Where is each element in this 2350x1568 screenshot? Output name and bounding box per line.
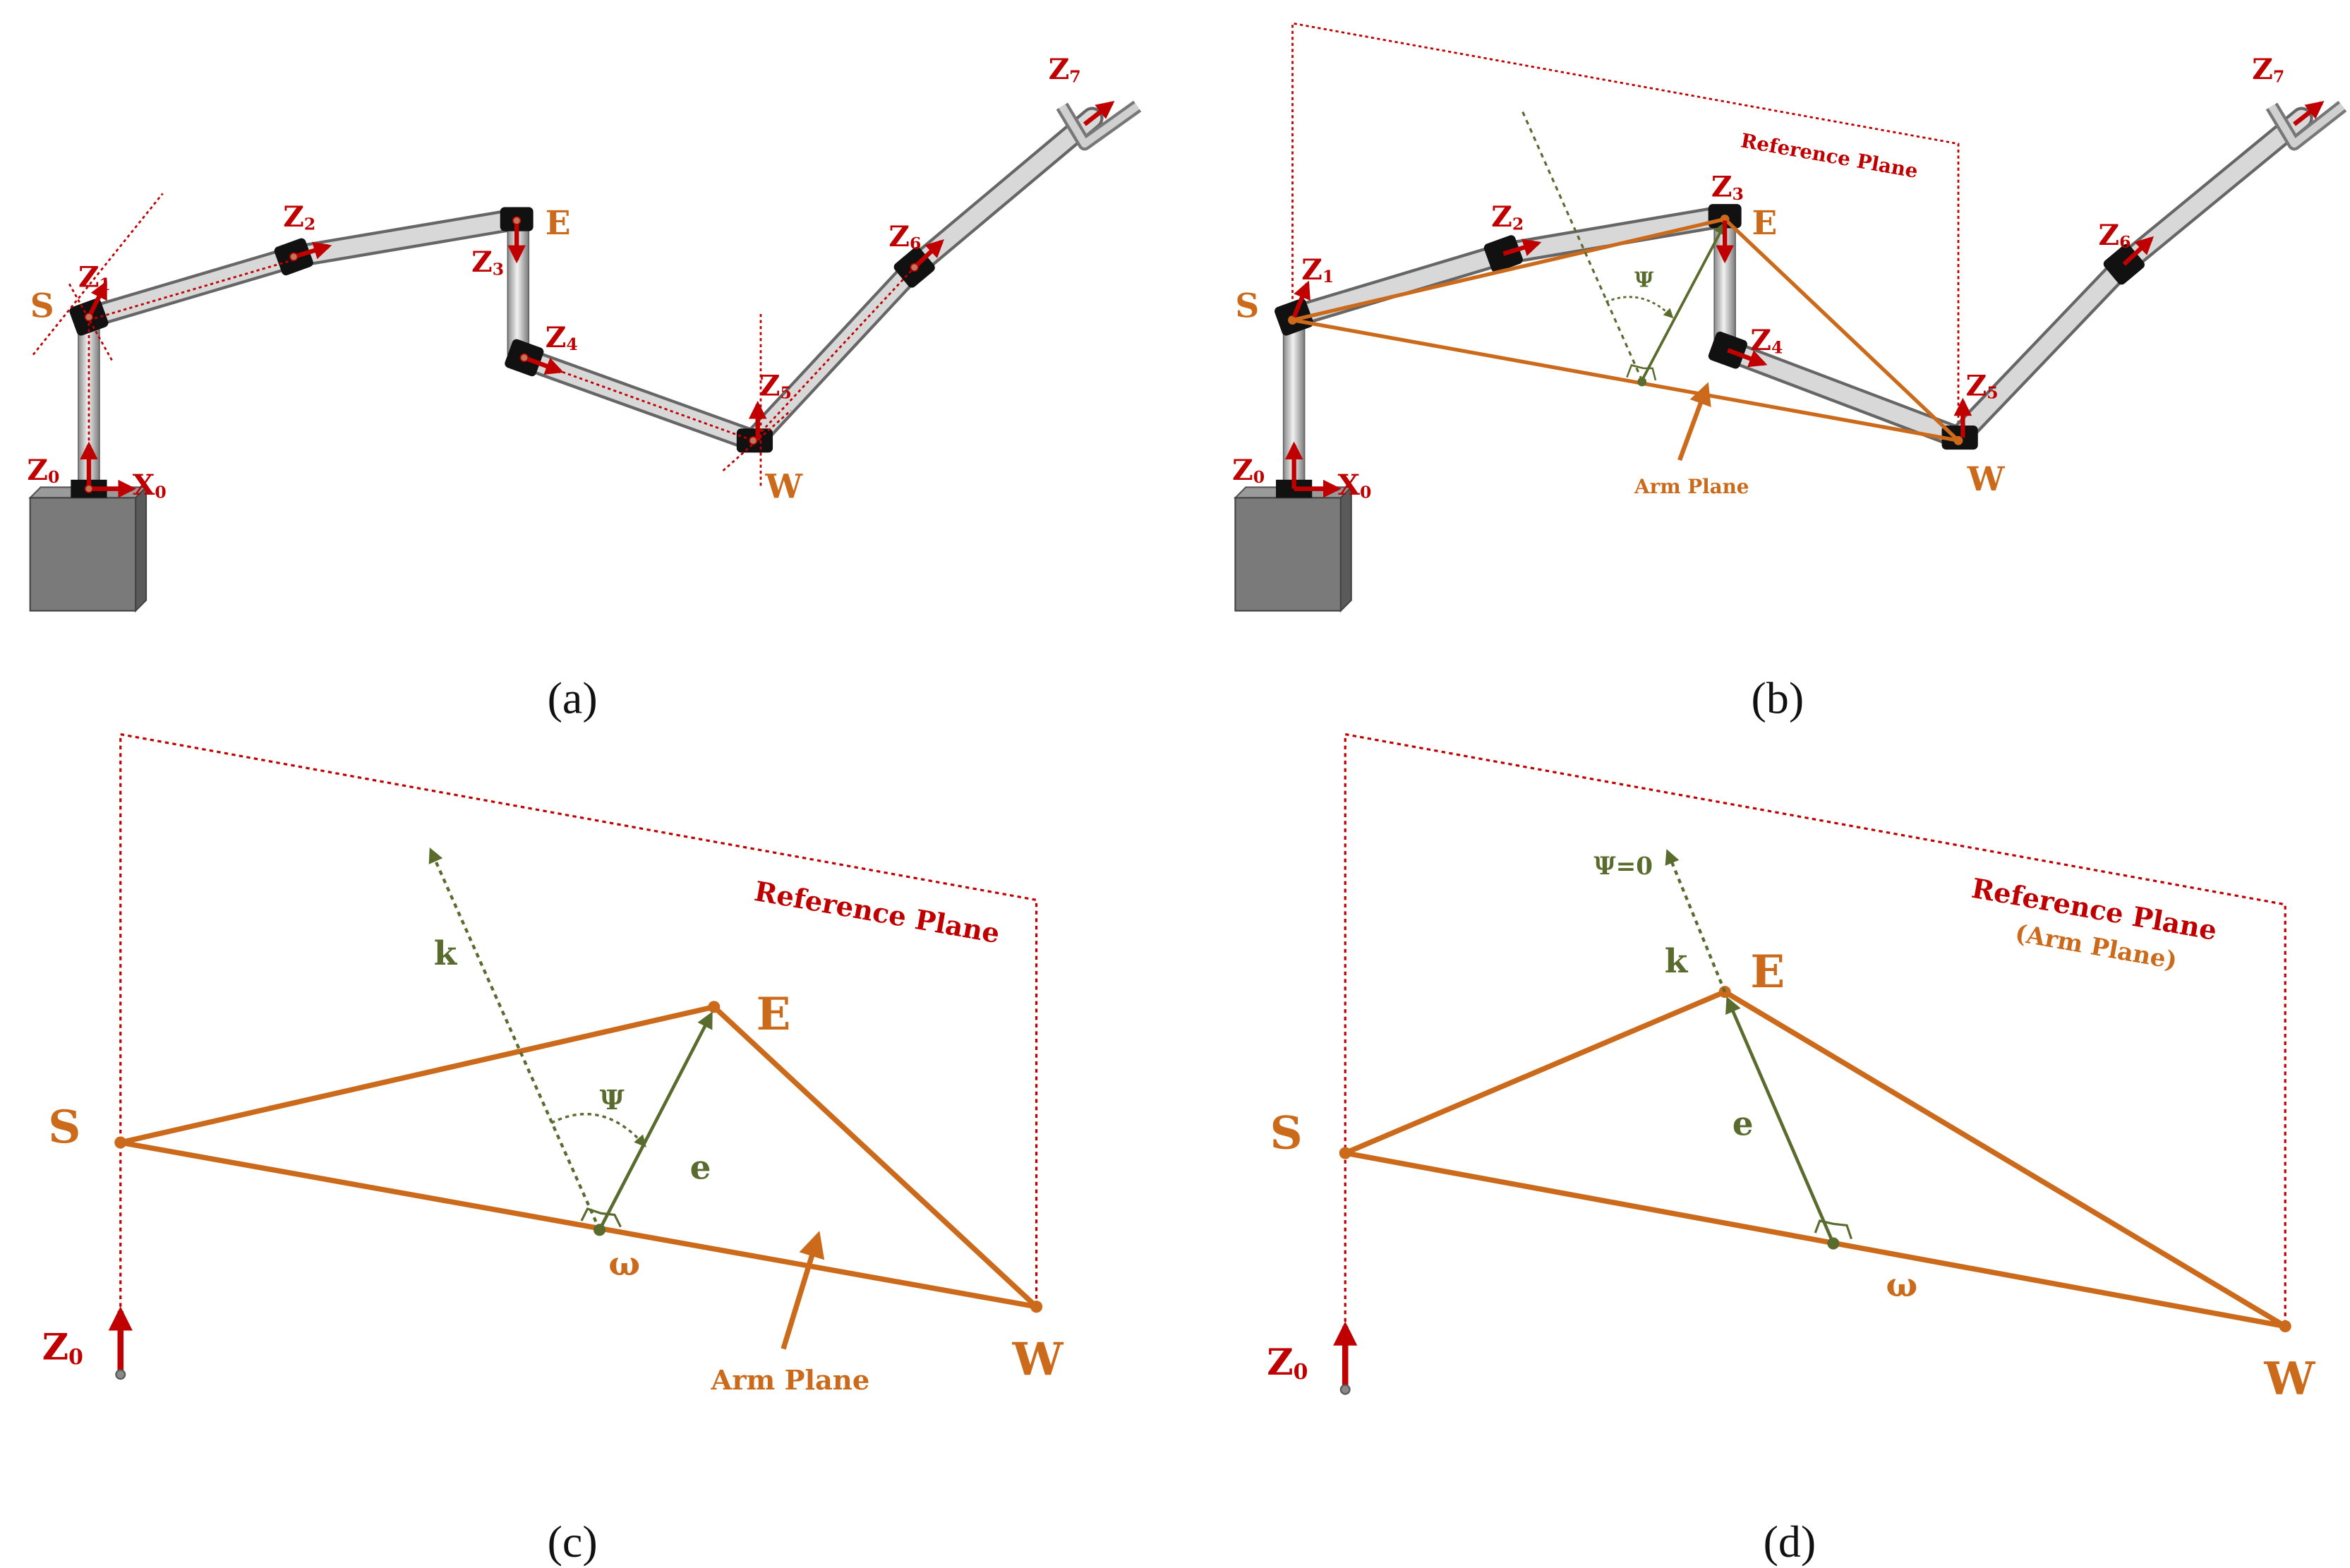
x0-label: X0 <box>1338 468 1372 502</box>
psi-label: Ψ <box>1634 268 1654 293</box>
label-w: W <box>764 467 803 506</box>
frame-origin-dots <box>84 216 919 493</box>
reference-plane-label: Reference Plane <box>752 876 1002 950</box>
label-e-vector: e <box>1733 1104 1754 1143</box>
reference-plane-label: Reference Plane <box>1739 128 1920 183</box>
z2-label: Z2 <box>283 200 315 234</box>
z7-label: Z7 <box>1049 52 1081 86</box>
psi-arc <box>550 1113 646 1147</box>
robot-base <box>28 485 148 613</box>
label-s: S <box>1270 1107 1302 1160</box>
robot-base <box>1233 485 1354 613</box>
label-omega: ω <box>1886 1266 1918 1305</box>
label-w: W <box>1011 1333 1063 1386</box>
z7-label: Z7 <box>2252 52 2284 86</box>
z4-label: Z4 <box>1750 323 1783 357</box>
label-e: E <box>1752 204 1778 243</box>
axis-labels-a: Z0 X0 Z1 Z2 Z3 Z4 Z5 Z6 Z7 <box>27 52 1080 502</box>
robot-joints <box>1275 204 2145 498</box>
caption-c: (c) <box>548 1516 598 1567</box>
psi-arc <box>1605 296 1674 319</box>
z4-label: Z4 <box>546 320 578 354</box>
z0-label: Z0 <box>1267 1341 1308 1385</box>
k-origin-dot <box>1637 377 1647 387</box>
label-e-vector: e <box>690 1148 711 1187</box>
arm-plane-label: Arm Plane <box>711 1365 870 1397</box>
caption-a: (a) <box>548 673 598 723</box>
right-angle-mark <box>1626 364 1657 381</box>
label-w: W <box>2263 1353 2315 1406</box>
z0-label: Z0 <box>1232 453 1265 487</box>
arm-triangle <box>119 1004 1039 1310</box>
panel-a: Z0 X0 Z1 Z2 Z3 Z4 Z5 Z6 Z7 S E W (a) <box>27 52 1142 723</box>
reference-plane-outline <box>1291 22 1960 486</box>
panel-c: Reference Plane S E W k e Ψ ω Arm Plane <box>42 732 1063 1567</box>
label-omega: ω <box>608 1245 640 1284</box>
z0-origin-dot <box>115 1369 126 1380</box>
labels-d: S E W <box>1270 946 2315 1405</box>
e-vector <box>598 1011 713 1231</box>
arm-triangle-vertices <box>114 1001 1043 1313</box>
caption-b: (b) <box>1752 673 1804 723</box>
arm-plane-pointer <box>781 1231 825 1350</box>
label-w: W <box>1967 460 2006 499</box>
arm-triangle <box>1344 989 2287 1329</box>
k-vector <box>1665 849 1727 993</box>
reference-plane-outline <box>119 732 1038 1375</box>
robot-links <box>78 100 1142 491</box>
k-origin-dot <box>1827 1237 1840 1250</box>
k-vector <box>1520 109 1644 381</box>
arm-plane-label: Arm Plane <box>1634 475 1749 498</box>
label-e: E <box>1750 946 1785 999</box>
label-e: E <box>546 204 571 243</box>
z5-label: Z5 <box>1966 368 1999 402</box>
z6-label: Z6 <box>2099 218 2131 252</box>
z1-label: Z1 <box>1301 253 1334 287</box>
label-s: S <box>48 1101 80 1154</box>
e-vector <box>1725 996 1835 1244</box>
x0-label: X0 <box>133 468 167 502</box>
k-origin-dot <box>593 1224 606 1236</box>
label-s: S <box>30 287 54 325</box>
arm-plane-pointer <box>1677 382 1711 462</box>
panel-b: Reference Plane <box>1232 22 2347 723</box>
reference-plane-outline <box>1344 732 2286 1390</box>
label-k: k <box>434 934 458 973</box>
z0-label: Z0 <box>42 1326 83 1369</box>
frame-axes <box>80 101 1115 498</box>
caption-d: (d) <box>1764 1516 1816 1567</box>
joint-labels-a: S E W <box>30 204 804 507</box>
k-vector <box>428 848 601 1231</box>
label-k: k <box>1665 942 1689 981</box>
z0-label: Z0 <box>27 453 59 487</box>
labels-c: S E W <box>48 988 1063 1386</box>
z5-label: Z5 <box>759 368 792 402</box>
z3-label: Z3 <box>1711 170 1744 204</box>
label-psi: Ψ <box>600 1085 625 1116</box>
robot-joints <box>69 207 935 498</box>
frame-axes <box>1284 101 2325 498</box>
label-s: S <box>1235 287 1259 325</box>
panel-d: Reference Plane (Arm Plane) S E W k e Ψ=… <box>1267 732 2315 1567</box>
z0-origin-dot <box>1339 1384 1351 1395</box>
right-angle-mark <box>580 1207 622 1228</box>
arm-triangle-vertices <box>1339 986 2291 1332</box>
z3-label: Z3 <box>471 245 504 279</box>
arm-triangle <box>1291 217 1960 442</box>
right-angle-mark <box>1814 1219 1852 1240</box>
z2-label: Z2 <box>1491 200 1524 234</box>
z6-label: Z6 <box>888 219 921 253</box>
label-e: E <box>757 988 791 1041</box>
joint-labels-b: S E W <box>1235 204 2005 499</box>
label-psi0: Ψ=0 <box>1593 852 1653 881</box>
e-vector <box>1641 221 1726 381</box>
